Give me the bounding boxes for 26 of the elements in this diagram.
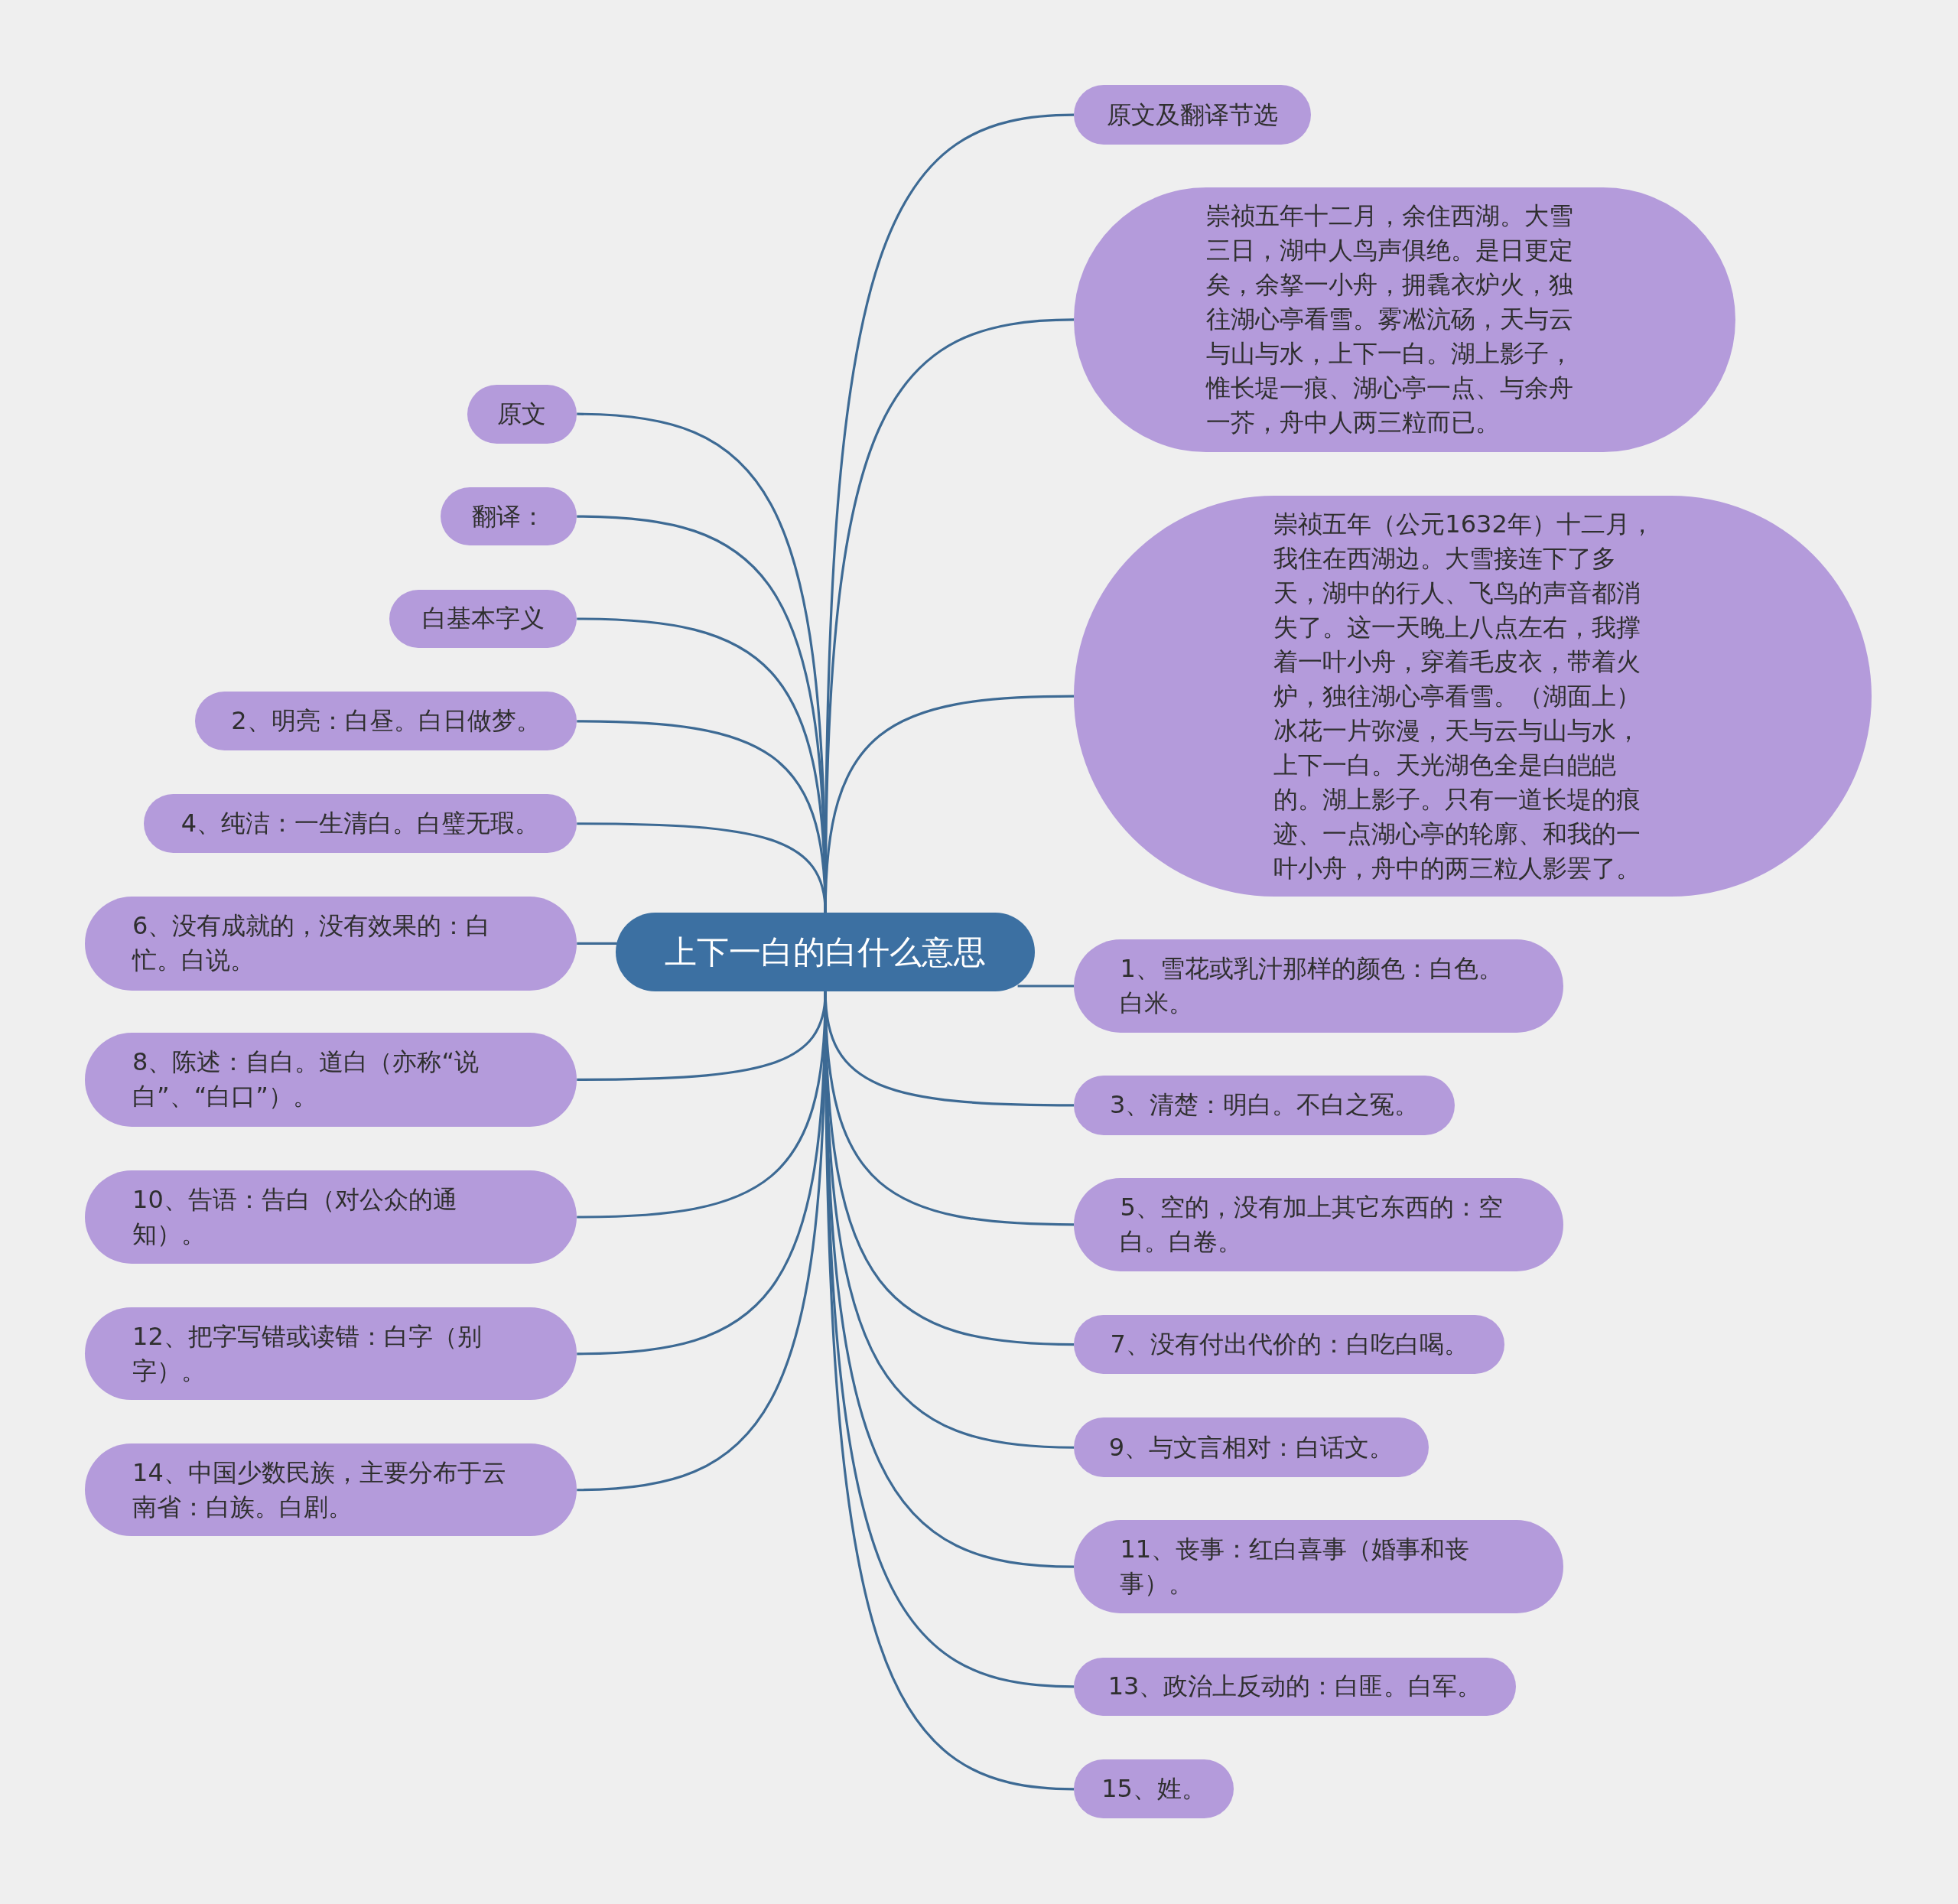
topic-bubble: 崇祯五年十二月，余住西湖。大雪三日，湖中人鸟声俱绝。是日更定矣，余拏一小舟，拥毳衣炉火，独往湖心亭看雪。雾凇沆砀，天与云与山与水，上下一白。湖上影子，惟长堤一痕、湖心亭一点、与余舟一芥，舟中人两三粒而已。 (1074, 187, 1736, 452)
connector (577, 942, 617, 945)
topic-bubble: 9、与文言相对：白话文。 (1074, 1417, 1429, 1478)
topic-bubble: 1、雪花或乳汁那样的颜色：白色。白米。 (1074, 939, 1564, 1033)
topic-bubble: 8、陈述：自白。道白（亦称“说白”、“白口”）。 (85, 1033, 577, 1127)
topic-bubble: 翻译： (441, 487, 577, 546)
topic-bubble: 6、没有成就的，没有效果的：白忙。白说。 (85, 897, 577, 991)
topic-bubble: 白基本字义 (389, 589, 577, 649)
topic-bubble: 13、政治上反动的：白匪。白军。 (1074, 1657, 1517, 1717)
connector (577, 991, 827, 1082)
topic-bubble: 11、丧事：红白喜事（婚事和丧事）。 (1074, 1519, 1564, 1614)
topic-bubble: 7、没有付出代价的：白吃白喝。 (1074, 1315, 1505, 1374)
topic-bubble: 15、姓。 (1074, 1759, 1234, 1819)
topic-bubble: 原文 (467, 384, 577, 444)
topic-bubble: 5、空的，没有加上其它东西的：空白。白卷。 (1074, 1177, 1564, 1271)
connector (1017, 985, 1075, 988)
topic-bubble: 崇祯五年（公元1632年）十二月，我住在西湖边。大雪接连下了多天，湖中的行人、飞鸟的声音都消失了。这一天晚上八点左右，我撑着一叶小舟，穿着毛皮衣，带着火炉，独往湖心亭看雪。（湖面上）冰花一片弥漫，天与云与山与水，上下一白。天光湖色全是白皑皑的。湖上影子。只有一道长堤的痕迹、一点湖心亭的轮廓、和我的一叶小舟，舟中的两三粒人影罢了。 (1074, 496, 1872, 897)
topic-bubble: 2、明亮：白昼。白日做梦。 (194, 692, 577, 751)
topic-bubble: 14、中国少数民族，主要分布于云南省：白族。白剧。 (85, 1443, 577, 1537)
topic-bubble: 原文及翻译节选 (1074, 85, 1312, 145)
topic-bubble: 12、把字写错或读错：白字（别字）。 (85, 1307, 577, 1401)
topic-bubble: 10、告语：告白（对公众的通知）。 (85, 1170, 577, 1264)
central-topic: 上下一白的白什么意思 (615, 913, 1036, 992)
connector (577, 822, 827, 913)
topic-bubble: 4、纯洁：一生清白。白璧无瑕。 (143, 794, 577, 854)
topic-bubble: 3、清楚：明白。不白之冤。 (1074, 1075, 1455, 1136)
